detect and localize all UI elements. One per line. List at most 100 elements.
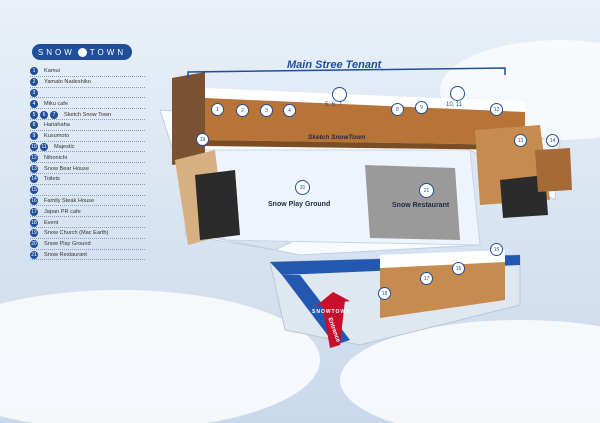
legend-divider	[30, 183, 145, 185]
legend-label: Miku cafe	[44, 100, 68, 107]
legend-item: 4 Miku cafe	[30, 98, 165, 110]
pin-5-6-7[interactable]	[332, 87, 347, 102]
legend-item: 9 Kusumoto	[30, 131, 165, 142]
legend-divider	[30, 216, 145, 218]
pin-1[interactable]: 1	[211, 103, 224, 116]
pin-20[interactable]: 20	[295, 180, 310, 195]
legend-label: Sketch Snow Town	[64, 111, 112, 118]
snow-cloud	[340, 320, 600, 423]
legend-number-badge: 16	[30, 196, 38, 205]
legend-label: Snow Bear House	[44, 165, 90, 172]
pin-17[interactable]: 17	[420, 272, 433, 285]
legend-label: Hanahaha	[44, 122, 70, 129]
pin-8[interactable]: 8	[391, 103, 404, 116]
pin-21[interactable]: 21	[419, 183, 434, 198]
pin-15[interactable]: 15	[490, 243, 503, 256]
legend-label: Majestic	[54, 143, 75, 150]
legend-number-badge: 13	[30, 164, 38, 173]
pin-10-11-label: 10, 11	[446, 102, 463, 108]
logo-left-text: SNOW	[37, 47, 75, 57]
legend-item: 21 Snow Restaurant	[30, 250, 165, 261]
logo: SNOW TOWN	[32, 44, 132, 60]
legend-number-badge: 18	[30, 218, 38, 227]
legend-number-badge: 9	[30, 132, 38, 141]
pin-16[interactable]: 16	[452, 262, 465, 275]
right-buildings	[475, 125, 572, 218]
legend-item: 19 Snow Church (Mac Earth)	[30, 228, 165, 239]
legend-number-badge: 4	[30, 99, 38, 108]
legend-divider	[30, 194, 145, 196]
legend-label: Snow Restaurant	[44, 251, 87, 258]
legend-item: 13 Snow Bear House	[30, 163, 165, 174]
page-title: Main Stree Tenant	[287, 59, 382, 71]
legend-item: 8 Hanahaha	[30, 120, 165, 131]
legend-label: Family Steak House	[44, 197, 95, 204]
snow-restaurant-label: Snow Restaurant	[392, 202, 450, 209]
legend-number-badge: 14	[30, 175, 38, 184]
legend-divider	[30, 86, 145, 88]
legend-label: Yamato Nadeshiko	[44, 79, 91, 86]
legend-item: 15	[30, 185, 165, 196]
snow-cloud	[0, 290, 320, 423]
legend-item: 16 Family Steak House	[30, 196, 165, 207]
legend-divider	[30, 97, 145, 99]
legend-number-badge: 10	[30, 142, 38, 151]
legend-number-badge: 8	[30, 121, 38, 130]
legend-item: 3	[30, 88, 165, 99]
legend-divider	[30, 205, 145, 207]
title-frame	[187, 67, 506, 78]
legend-number-badge: 6	[40, 110, 48, 119]
legend-label: Kusumoto	[44, 133, 70, 140]
legend-divider	[30, 237, 145, 239]
legend-item: 1 Kamui	[30, 66, 165, 77]
pin-5-6-7-label: 5, 6, 7	[325, 102, 342, 108]
legend-label: Nihonichi	[44, 154, 68, 161]
pin-10-11[interactable]	[450, 86, 465, 101]
legend-divider	[30, 151, 145, 153]
restaurant-block	[365, 165, 460, 240]
legend-label: Snow Play Ground	[44, 241, 91, 248]
legend-number-badge: 11	[40, 142, 48, 151]
legend-number-badge: 5	[30, 110, 38, 119]
legend-number-badge: 3	[30, 88, 38, 97]
pin-3[interactable]: 3	[260, 104, 273, 117]
pin-12[interactable]: 12	[490, 103, 503, 116]
pin-13[interactable]: 13	[514, 134, 527, 147]
pin-9[interactable]: 9	[415, 101, 428, 114]
legend-number-badge: 19	[30, 229, 38, 238]
legend-number-badge: 21	[30, 250, 38, 259]
snow-play-ground-label: Snow Play Ground	[268, 201, 331, 208]
legend-divider	[30, 172, 145, 174]
pin-14[interactable]: 14	[546, 134, 559, 147]
legend-divider	[30, 226, 145, 228]
legend-number-badge: 1	[30, 67, 38, 76]
legend-label: Snow Church (Mac Earth)	[44, 230, 109, 237]
entrance-arrowhead	[316, 292, 350, 306]
legend-divider	[30, 162, 145, 164]
legend-divider	[30, 248, 145, 250]
legend-label: Kamui	[44, 68, 60, 75]
legend-divider	[30, 118, 145, 120]
pin-4[interactable]: 4	[283, 104, 296, 117]
pin-2[interactable]: 2	[236, 104, 249, 117]
pin-18[interactable]: 18	[378, 287, 391, 300]
legend-divider	[30, 140, 145, 142]
pin-19[interactable]: 19	[196, 133, 209, 146]
gate-label: SNOWTOWN	[312, 309, 351, 315]
sketch-snowtown-label: Sketch SnowTown	[308, 134, 366, 141]
snowflake-icon	[77, 47, 87, 57]
legend-divider	[30, 75, 145, 77]
logo-right-text: TOWN	[89, 47, 127, 57]
